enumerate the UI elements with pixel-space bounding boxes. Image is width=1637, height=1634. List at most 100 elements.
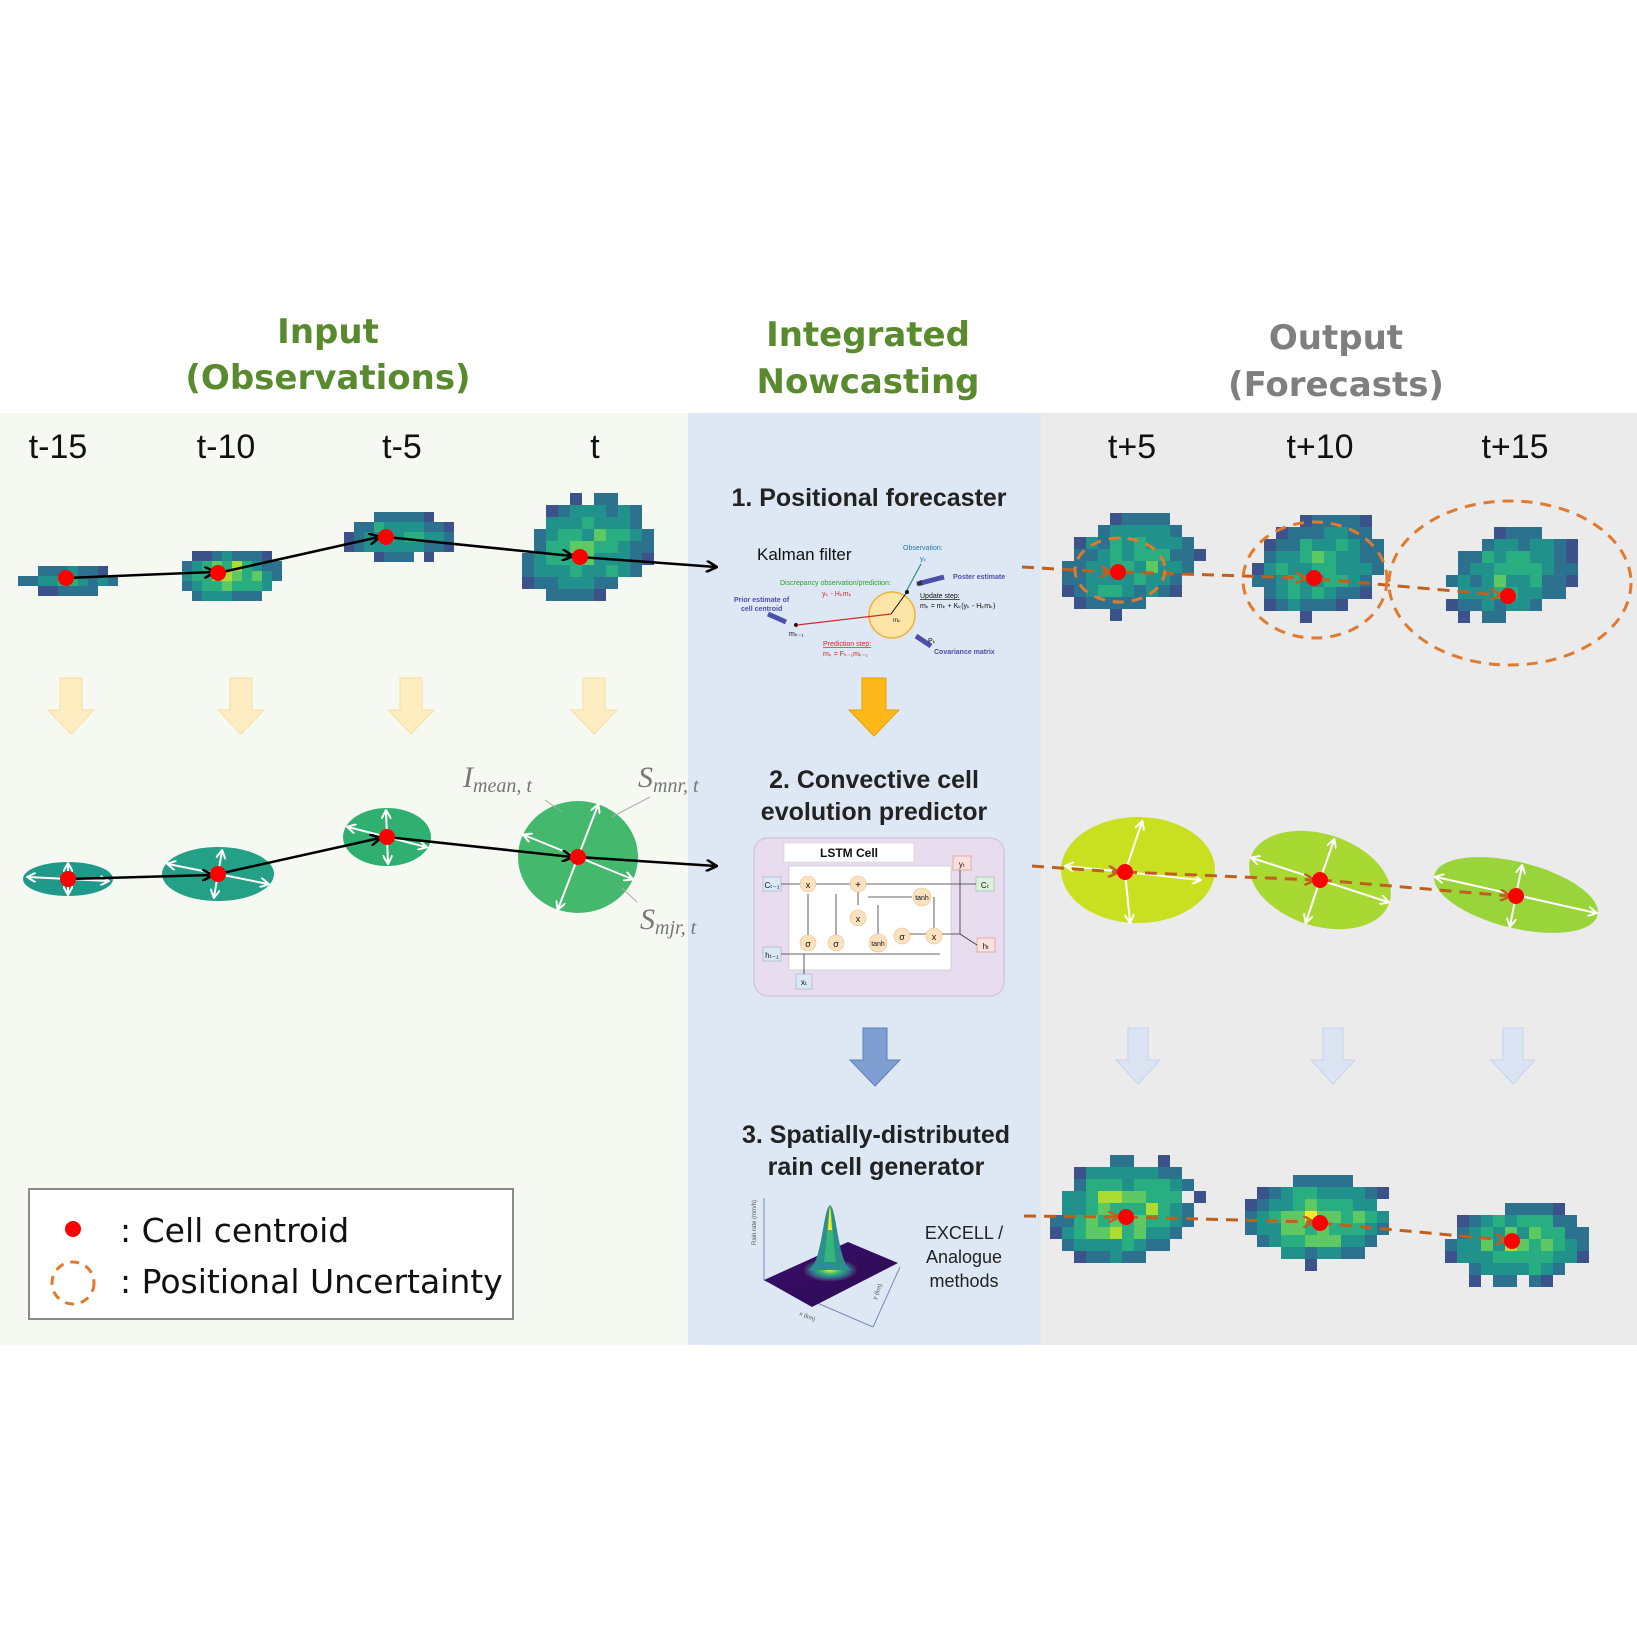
- cell-centroid: [1500, 588, 1516, 604]
- kalman-title: Kalman filter: [757, 545, 852, 564]
- svg-text:x: x: [932, 932, 937, 942]
- trajectory-arrow: [65, 572, 214, 580]
- cell-ellipse-t+5: [1061, 817, 1215, 923]
- kalman-prior-sym: mₖ₋₁: [789, 631, 805, 638]
- svg-text:σ: σ: [805, 939, 811, 949]
- step3-label-line2: rain cell generator: [768, 1153, 985, 1181]
- s-mjr-label: Smjr, t: [640, 903, 697, 939]
- step1-to-step2-arrow: [847, 677, 901, 737]
- input-trajectory-row2: [67, 835, 716, 879]
- s-mnr-label: Smnr, t: [638, 761, 699, 797]
- kalman-covariance: Covariance matrix: [934, 649, 995, 656]
- svg-text:x: x: [806, 880, 811, 890]
- kalman-prior-line2: cell centroid: [741, 606, 782, 613]
- cell-centroid: [1306, 570, 1322, 586]
- cell-centroid: [1110, 564, 1126, 580]
- lstm-c-prev: Cₜ₋₁: [764, 881, 779, 890]
- generator-method-line1: EXCELL /: [925, 1223, 1003, 1243]
- trajectory-arrow: [579, 555, 716, 567]
- lstm-cell-diagram: LSTM Cell Cₜ₋₁ Cₜ hₜ₋₁ hₜ yₜ xₜ: [753, 837, 1005, 997]
- forecast-arrow: [1031, 864, 1118, 872]
- time-label-t-15: t-15: [29, 428, 88, 466]
- cell-centroid: [1504, 1233, 1520, 1249]
- down-arrow: [386, 677, 436, 735]
- step2-to-step3-arrow: [848, 1027, 902, 1087]
- centroids-row3-output: [1118, 1209, 1520, 1249]
- centroids-row2-output: [1117, 864, 1524, 904]
- time-label-t: t: [590, 428, 600, 466]
- trajectory-arrow: [386, 835, 572, 857]
- lstm-c-t: Cₜ: [981, 881, 989, 890]
- forecast-arrow: [1124, 870, 1314, 880]
- generator-method-line3: methods: [929, 1271, 998, 1291]
- generator-method-line2: Analogue: [926, 1247, 1002, 1267]
- trajectory-arrow: [577, 855, 716, 866]
- time-label-t-10: t-10: [197, 428, 256, 466]
- input-header-line2: (Observations): [185, 358, 470, 398]
- integrated-header-line1: Integrated: [766, 315, 970, 355]
- cell-centroid: [1117, 864, 1133, 880]
- centroids-row1-output: [1110, 564, 1516, 604]
- prior-arrow: [766, 611, 788, 625]
- svg-text:+: +: [855, 880, 861, 891]
- time-label-t+15: t+15: [1481, 428, 1548, 466]
- kalman-mk: mₖ: [893, 618, 901, 624]
- down-arrow: [1114, 1027, 1162, 1085]
- output-down-arrows: [1114, 1027, 1537, 1085]
- trajectory-arrow: [217, 537, 379, 575]
- output-trajectory-row2: [1031, 864, 1510, 896]
- kalman-observation: Observation:: [903, 545, 943, 552]
- plot-xaxis-label: x (km): [798, 1311, 816, 1323]
- trajectory-arrow: [217, 838, 380, 876]
- prediction-line: [796, 613, 892, 626]
- kalman-prediction-eq: mₖ = Fₖ₋₁mₖ₋₁: [823, 651, 869, 658]
- forecast-arrow: [1319, 1221, 1505, 1240]
- lstm-h-t: hₜ: [983, 942, 990, 951]
- centroids-row2: [60, 829, 586, 887]
- rain-cell-3d-plot: Rain rate (mm/h) x (km) y (km) EXCELL / …: [752, 1198, 1003, 1328]
- forecast-arrow: [1125, 1215, 1313, 1222]
- kalman-prediction-step: Prediction step:: [823, 641, 871, 648]
- kalman-update-eq: mₖ = mₖ + Kₖ(yₖ - Hₖmₖ): [920, 603, 995, 610]
- rain-cell-t+15-generated: [1445, 1203, 1589, 1287]
- kalman-prior-line1: Prior estimate of: [734, 597, 790, 604]
- y-t-box: [952, 855, 972, 871]
- input-down-arrows: [46, 677, 619, 735]
- time-label-t+5: t+5: [1108, 428, 1156, 466]
- forecast-arrow: [1023, 1216, 1118, 1217]
- cell-centroid: [1312, 1215, 1328, 1231]
- step1-label: 1. Positional forecaster: [731, 484, 1006, 512]
- legend: : Cell centroid : Positional Uncertainty: [28, 1188, 514, 1320]
- down-arrow: [569, 677, 619, 735]
- forecast-arrow: [1121, 570, 1305, 578]
- cell-centroid: [1312, 872, 1328, 888]
- output-header-line2: (Forecasts): [1228, 365, 1444, 405]
- legend-uncertainty-text: : Positional Uncertainty: [120, 1262, 503, 1301]
- prior-point: [794, 623, 798, 627]
- rain-cells-row3: [1050, 1155, 1589, 1287]
- cell-centroid: [570, 849, 586, 865]
- forecast-arrow: [1319, 878, 1510, 896]
- lstm-x-t: xₜ: [801, 978, 807, 987]
- uncertainty-ring-t+10: [1241, 520, 1389, 640]
- lstm-title: LSTM Cell: [820, 846, 878, 860]
- kalman-poster: Poster estimate: [953, 574, 1005, 581]
- svg-text:tanh: tanh: [871, 941, 885, 948]
- cell-centroid: [60, 871, 76, 887]
- step3-label-line1: 3. Spatially-distributed: [742, 1121, 1010, 1149]
- down-arrow: [46, 677, 96, 735]
- uncertainty-ring-t+15: [1387, 499, 1633, 667]
- trajectory-arrow: [67, 875, 212, 879]
- output-header-line1: Output: [1269, 318, 1403, 358]
- output-trajectory-row3: [1023, 1215, 1505, 1240]
- ellipse-parameter-labels: Imean, t Smnr, t Smjr, t: [462, 761, 699, 939]
- cell-centroid: [378, 529, 394, 545]
- rain-cell-t: [522, 493, 654, 601]
- i-mean-label: Imean, t: [462, 761, 532, 797]
- down-arrow: [1489, 1027, 1537, 1085]
- legend-uncertainty-swatch: [50, 1260, 96, 1306]
- down-arrow: [216, 677, 266, 735]
- down-arrow: [1309, 1027, 1357, 1085]
- kalman-filter-diagram: Kalman filter Observation: yₖ Poster est…: [734, 545, 1005, 658]
